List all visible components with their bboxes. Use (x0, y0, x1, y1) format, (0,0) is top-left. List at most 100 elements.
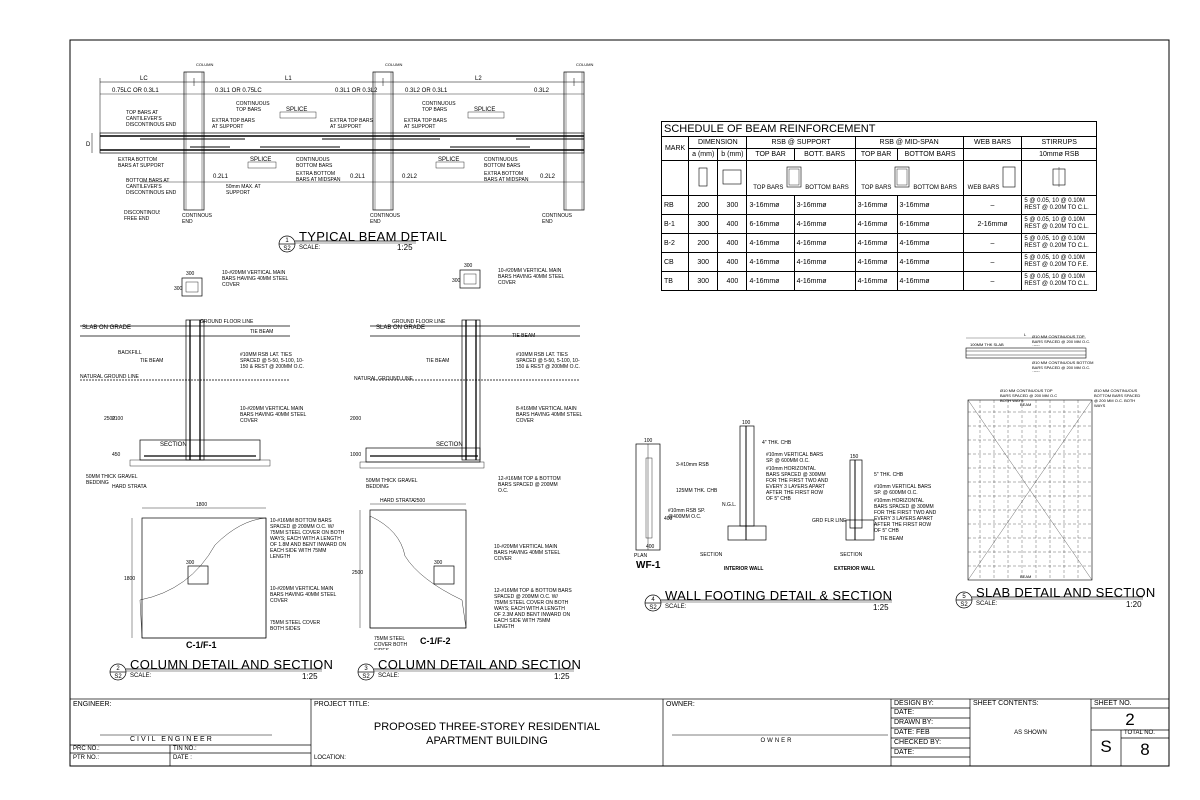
callout-4-sheet: S2 (649, 605, 657, 611)
c1-dim-300-top: 300 (186, 271, 195, 277)
row-web: 2-16mmø (962, 214, 1023, 234)
row-bot-mid: 6-16mmø (896, 214, 964, 234)
slab-plan-bottom-bars: Ø10 MM CONTINUOUS BOTTOM BARS SPACED @ 2… (1094, 388, 1141, 408)
col-rsb-midspan: RSB @ MID-SPAN (854, 136, 964, 149)
row-top-support: 6-16mmø (746, 214, 795, 234)
row-b: 400 (717, 271, 748, 291)
col-web-bars: WEB BARS (962, 136, 1023, 149)
beam-dim-b3: 0.2L2 (402, 174, 418, 180)
c2-tie-beam: TIE BEAM (512, 333, 535, 339)
c1-dim-1800: 1800 (196, 502, 207, 508)
c2-mark: C-1/F-2 (420, 636, 451, 646)
project-title-line2: APARTMENT BUILDING (426, 735, 548, 747)
beam-note-continous-end-2: CONTINOUS END (370, 213, 400, 223)
slab-detail (965, 337, 1093, 581)
wf-ngl: N.G.L. (722, 502, 736, 508)
row-a: 200 (688, 233, 719, 253)
beam-note-50mm-max: 50mm MAX. AT SUPPORT (226, 184, 261, 196)
wf-dim-400v: 400 (664, 516, 673, 522)
row-top-support: 4-16mmø (746, 271, 795, 291)
beam-note-extra-bottom-midspan-1: EXTRA BOTTOM BARS AT MIDSPAN (296, 171, 341, 183)
col-a: a (mm) (688, 148, 719, 161)
wf-grd-flr: GRD FLR LINE (812, 518, 847, 524)
row-top-mid: 4-16mmø (854, 271, 898, 291)
beam-dim-a1: 0.75LC OR 0.3L1 (112, 88, 159, 94)
c2-tie-beam-2: TIE BEAM (426, 358, 449, 364)
beam-note-top-cantilever: TOP BARS AT CANTILEVER'S DISCONTINOUS EN… (126, 110, 177, 128)
callout-5-num: 5 (962, 594, 966, 600)
pic-bottom-bars-mid: BOTTOM BARS (913, 184, 957, 191)
project-title-label: PROJECT TITLE: (314, 701, 370, 708)
tin-no-label: TIN NO.: (173, 746, 197, 752)
column-detail-3-title: COLUMN DETAIL AND SECTION (378, 657, 582, 672)
slab-scale: 1:20 (1126, 600, 1142, 609)
wf-mark: WF-1 (636, 560, 661, 571)
column-detail-2 (359, 269, 580, 629)
callout-1-num: 1 (285, 238, 289, 244)
row-bot-support: 4-16mmø (793, 233, 856, 253)
sheet-letter: S (1100, 737, 1112, 756)
table-row: TB 300 400 4-16mmø 4-16mmø 4-16mmø 4-16m… (660, 271, 1097, 291)
column-detail-2-title: COLUMN DETAIL AND SECTION (130, 657, 334, 672)
row-stirrup-2: REST @ 0.20M TO C.L. (1024, 281, 1089, 287)
table-row: RB 200 300 3-16mmø 3-16mmø 3-16mmø 3-16m… (660, 195, 1097, 215)
column-detail-2-scale-label: SCALE: (130, 673, 152, 679)
beam-splice-2: SPLICE (474, 107, 495, 113)
typical-beam-detail (91, 71, 585, 211)
ptr-no-label: PTR NO.: (73, 755, 100, 761)
callout-1 (278, 235, 416, 253)
wf-exterior-label: EXTERIOR WALL (834, 566, 875, 572)
engineer-name: CIVIL ENGINEER (130, 736, 214, 743)
row-web: – (962, 271, 1023, 291)
c2-dim-2500v: 2500 (352, 570, 363, 576)
column-detail-1 (80, 277, 290, 639)
beam-schedule-title: SCHEDULE OF BEAM REINFORCEMENT (661, 121, 1097, 137)
slab-scale-label: SCALE: (976, 601, 998, 607)
beam-note-extra-bottom-midspan-2: EXTRA BOTTOM BARS AT MIDSPAN (484, 171, 529, 183)
wf-plan: PLAN (634, 553, 647, 559)
drawn-date-label: DATE: (894, 729, 915, 736)
c2-main-bars-note: 8-#16MM VERTICAL MAIN BARS HAVING 40MM S… (516, 406, 583, 424)
wf-interior-dim-100: 100 (742, 420, 751, 426)
checked-date-label: DATE: (894, 749, 915, 756)
beam-dim-a4: 0.3L2 OR 0.3L1 (405, 88, 448, 94)
owner-name: OWNER (760, 738, 794, 744)
row-bot-mid: 4-16mmø (896, 271, 964, 291)
row-b: 400 (717, 233, 748, 253)
c1-slab-on-grade: SLAB ON GRADE (82, 325, 131, 331)
col-top-bar-support: TOP BAR (746, 148, 795, 161)
row-stirrup-1: 5 @ 0.05, 10 @ 0.10M (1024, 274, 1085, 280)
wf-interior-label: INTERIOR WALL (724, 566, 763, 572)
row-top-mid: 4-16mmø (854, 214, 898, 234)
row-stirrup-1: 5 @ 0.05, 10 @ 0.10M (1024, 236, 1085, 242)
beam-section-support-diagram (786, 166, 802, 187)
slab-title: SLAB DETAIL AND SECTION (976, 585, 1156, 600)
row-web: – (962, 252, 1023, 272)
row-web: – (962, 195, 1023, 215)
row-bot-support: 4-16mmø (793, 252, 856, 272)
col-bottom-bars-mid: BOTTOM BARS (896, 148, 964, 161)
wf-exterior-vertical: #10mm VERTICAL BARS SP. @ 600MM O.C. (874, 484, 932, 496)
beam-label-d: D (86, 142, 91, 148)
c2-gravel-note: 50MM THICK GRAVEL BEDDING (366, 478, 418, 490)
row-top-support: 4-16mmø (746, 252, 795, 272)
beam-splice-4: SPLICE (438, 157, 459, 163)
col-dimension: DIMENSION (688, 136, 748, 149)
wf-rsb: 3-#10mm RSB (676, 462, 709, 468)
wf-dim-100: 100 (644, 438, 653, 444)
beam-body (99, 132, 585, 154)
beam-note-continuous-top-2: CONTINUOUS TOP BARS (422, 101, 456, 113)
c2-dim-300-top: 300 (464, 263, 473, 269)
c1-dim-450: 450 (112, 452, 121, 458)
wf-interior-chb: 4" THK. CHB (762, 440, 792, 446)
row-stirrup-1: 5 @ 0.05, 10 @ 0.10M (1024, 198, 1085, 204)
callout-3-sheet: S2 (362, 674, 370, 680)
wf-exterior-dim-150: 150 (850, 454, 859, 460)
c1-tie-beam: TIE BEAM (250, 329, 273, 335)
c1-dim-2100: 2100 (112, 416, 123, 422)
c2-plan-300: 300 (434, 560, 443, 566)
total-no-value: 8 (1140, 740, 1150, 759)
beam-column-1 (183, 71, 205, 211)
wf-exterior-horizontal: #10mm HORIZONTAL BARS SPACED @ 300MM FOR… (874, 498, 937, 534)
